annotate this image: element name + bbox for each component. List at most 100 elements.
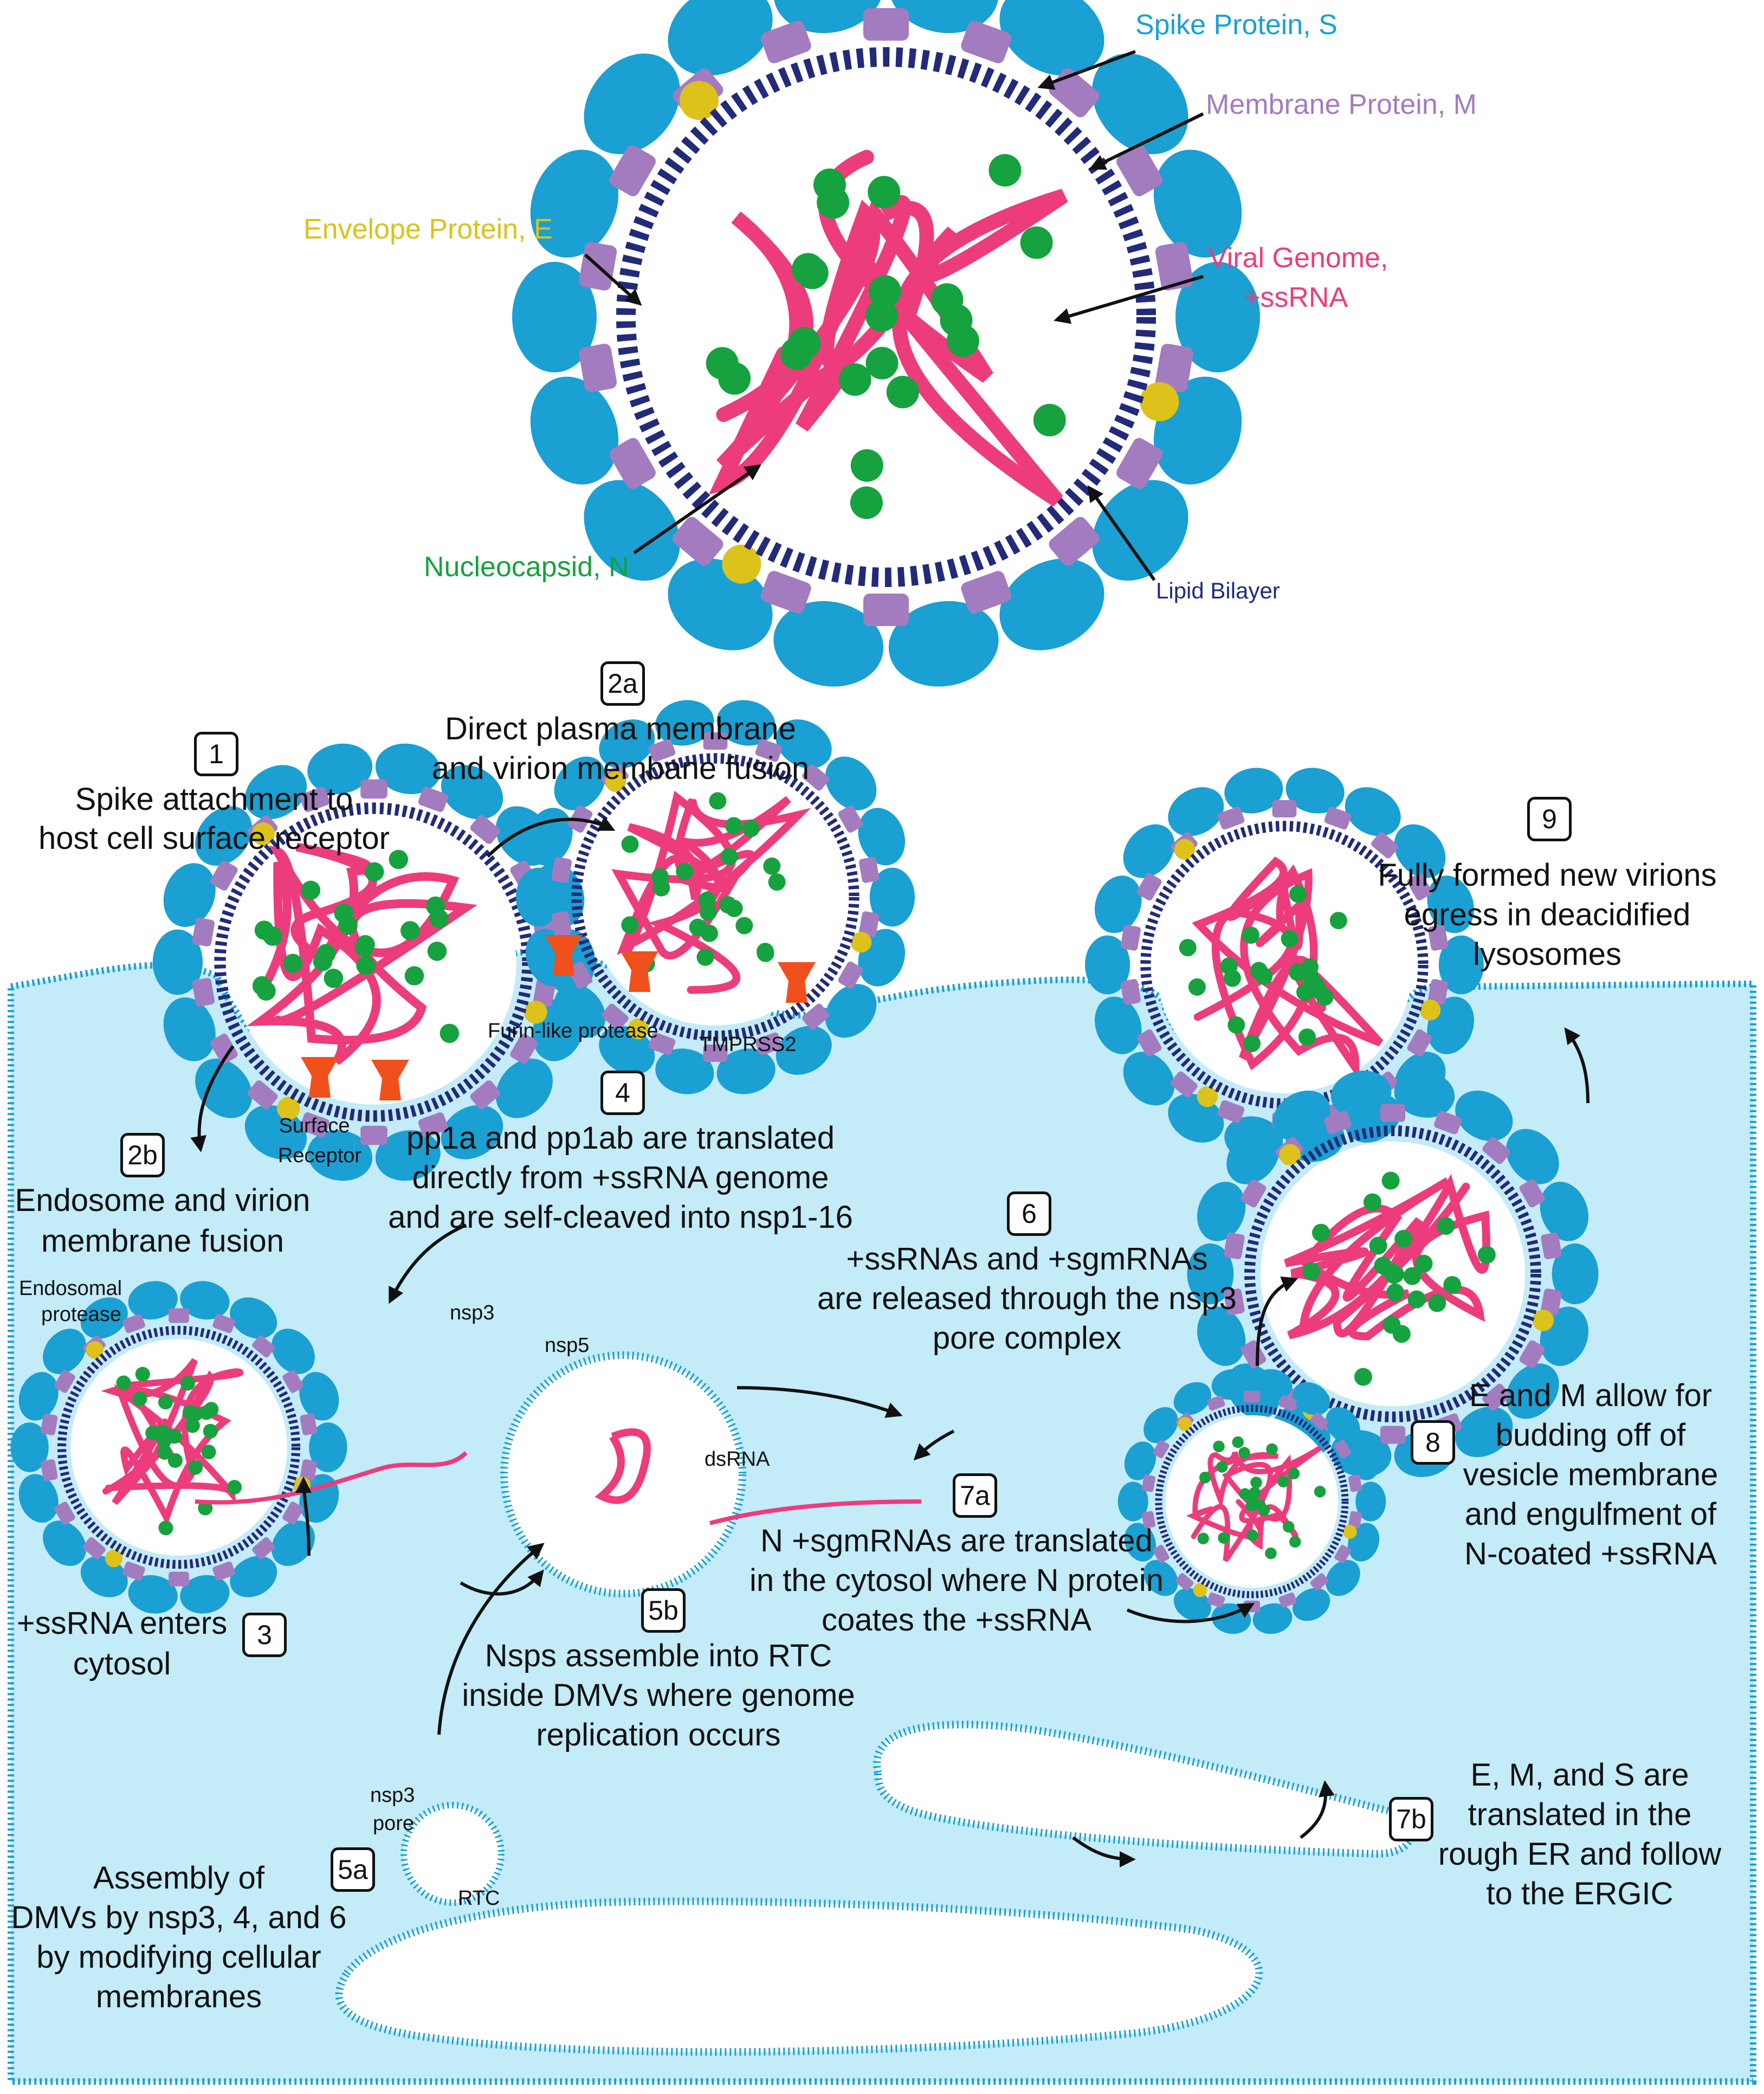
spike-protein: [773, 0, 884, 34]
nucleocapsid-protein: [1227, 1016, 1245, 1034]
nucleocapsid-protein: [719, 896, 737, 914]
nucleocapsid-protein: [1243, 1034, 1261, 1052]
membrane-protein: [418, 787, 448, 812]
membrane-protein: [1434, 1111, 1462, 1135]
spike-protein: [1187, 1243, 1234, 1305]
spike-protein: [1085, 935, 1130, 995]
nucleocapsid-protein: [1246, 1529, 1258, 1542]
nucleocapsid-protein: [338, 916, 358, 935]
nucleocapsid-protein: [1199, 1471, 1211, 1484]
label-nsp3-pore-2: pore: [373, 1812, 415, 1835]
step-3-line-2: cytosol: [73, 1646, 171, 1681]
membrane-protein: [192, 918, 215, 946]
step-5b-badge: 5b: [641, 1588, 686, 1633]
membrane-protein: [838, 961, 863, 989]
arrow-4-down: [389, 1223, 467, 1304]
spike-protein: [888, 0, 999, 34]
spike-protein: [554, 984, 606, 1038]
membrane-protein: [1371, 832, 1398, 859]
membrane-protein: [122, 1314, 145, 1333]
nucleocapsid-protein: [1249, 1486, 1261, 1499]
spike-protein: [152, 929, 203, 995]
nucleocapsid-protein: [850, 449, 883, 482]
nucleocapsid-protein: [283, 953, 303, 973]
step-8-line-5: N-coated +ssRNA: [1464, 1536, 1717, 1571]
membrane-protein: [122, 1561, 145, 1581]
membrane-protein: [210, 860, 238, 891]
step-7b-line-1: E, M, and S are: [1470, 1757, 1689, 1793]
membrane-protein: [1120, 979, 1141, 1005]
surface-receptor: [778, 962, 816, 1003]
membrane-protein: [169, 1308, 189, 1323]
nucleocapsid-protein: [203, 1423, 218, 1439]
nucleocapsid-protein: [1033, 403, 1066, 436]
membrane-protein: [1217, 807, 1245, 830]
nucleocapsid-protein: [1213, 1440, 1225, 1453]
spike-protein: [655, 1048, 714, 1094]
step-3-badge: 3: [242, 1613, 287, 1657]
label-endosomal-2: protease: [41, 1303, 121, 1326]
step-7b-line-4: to the ERGIC: [1486, 1876, 1673, 1911]
spike-protein: [180, 1281, 230, 1320]
arrow-8-to-budding: [1256, 1277, 1298, 1367]
membrane-protein: [252, 1537, 275, 1560]
membrane-protein: [961, 21, 1012, 63]
nucleocapsid-protein: [364, 862, 384, 882]
nucleocapsid-protein: [757, 943, 774, 961]
step-2b-badge: 2b: [120, 1133, 165, 1177]
membrane-protein: [192, 978, 215, 1007]
spike-protein: [530, 376, 619, 485]
nucleocapsid-protein: [850, 486, 883, 519]
virion-assembling: [1117, 1369, 1386, 1634]
label-nsp3: nsp3: [450, 1301, 495, 1324]
membrane-protein: [802, 1003, 829, 1030]
step-2b-line-2: membrane fusion: [41, 1223, 285, 1259]
step-8-line-3: vesicle membrane: [1463, 1457, 1718, 1492]
spike-protein: [1143, 1407, 1178, 1444]
step-9-badge: 9: [1527, 797, 1572, 841]
spike-protein: [1272, 1090, 1330, 1142]
label-surface-receptor-1: Surface: [279, 1114, 350, 1137]
nucleocapsid-protein: [706, 347, 739, 380]
arrow-1-to-2a: [486, 816, 616, 858]
spike-protein: [1345, 787, 1401, 836]
membrane-protein: [602, 1003, 629, 1030]
spike-protein: [655, 700, 714, 746]
membrane-protein: [760, 21, 811, 63]
viral-genome: [101, 1358, 244, 1526]
membrane-protein: [858, 857, 880, 883]
nucleocapsid-protein: [1381, 1171, 1400, 1190]
surface-receptor: [301, 1057, 339, 1098]
spike-protein: [1455, 1406, 1513, 1458]
nucleocapsid-protein: [720, 848, 738, 866]
large-virion: [512, 0, 1260, 687]
membrane-protein: [212, 1561, 235, 1581]
nucleocapsid-protein: [1382, 1316, 1401, 1334]
spike-protein: [1355, 1481, 1386, 1522]
nucleocapsid-protein: [652, 879, 670, 897]
envelope-protein: [1178, 1416, 1192, 1431]
step-4-line-3: and are self-cleaved into nsp1-16: [388, 1200, 853, 1235]
envelope-protein: [1419, 1000, 1441, 1021]
step-7a-line-3: coates the +ssRNA: [821, 1602, 1092, 1638]
label-endosomal-1: Endosomal: [18, 1277, 122, 1300]
spike-protein: [1293, 1588, 1330, 1621]
step-3-line-1: +ssRNA enters: [16, 1606, 228, 1641]
spike-protein: [1394, 824, 1446, 878]
arrow-3-upward: [295, 1477, 312, 1556]
spike-protein: [1455, 1090, 1513, 1142]
membrane-protein: [673, 517, 723, 566]
nucleocapsid-protein: [1245, 1499, 1258, 1512]
membrane-protein: [1310, 1573, 1329, 1591]
spike-protein: [773, 601, 884, 687]
nucleocapsid-protein: [886, 376, 919, 409]
spike-protein: [163, 997, 216, 1061]
nucleocapsid-protein: [1242, 926, 1259, 944]
nucleocapsid-protein: [1288, 1467, 1300, 1480]
nucleocapsid-protein: [676, 862, 694, 880]
nucleocapsid-protein: [301, 880, 321, 900]
nucleocapsid-protein: [427, 942, 447, 961]
arrow-to-pore: [736, 1386, 903, 1418]
envelope-protein: [605, 771, 626, 793]
